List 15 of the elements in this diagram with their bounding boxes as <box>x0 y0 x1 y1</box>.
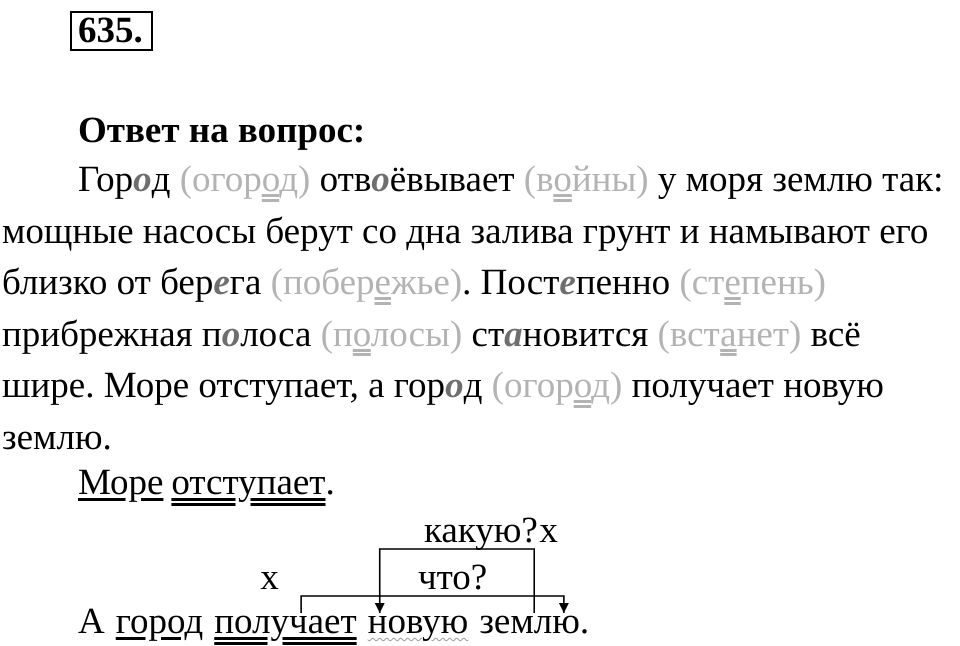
attribute-word: новую <box>368 601 468 642</box>
question-arrow <box>374 548 536 613</box>
answer-paragraph: Город (огород) отвоёвывает (войны) у моря землю так: мощные насосы берут со дна залива грунт и намывают его близко от берега (побережье). Постепенно (степень) прибрежная полоса (полосы) становится (встанет) всё шире. Море отступает, а город (огород) получает новую землю. <box>2 158 944 460</box>
subject-word: Море <box>78 464 164 501</box>
sentence-word: А <box>78 601 105 642</box>
subject-word: город <box>116 601 204 642</box>
exercise-number-box: 635. <box>70 11 153 51</box>
predicate-word: получает <box>214 601 357 642</box>
answer-heading: Ответ на вопрос: <box>78 109 366 152</box>
object-word: землю. <box>479 601 590 642</box>
punctuation: . <box>325 464 335 501</box>
head-word-mark: x <box>539 512 558 549</box>
predicate-word: отступает <box>171 464 326 501</box>
question-arrow <box>300 595 569 613</box>
head-word-mark: x <box>260 559 279 596</box>
